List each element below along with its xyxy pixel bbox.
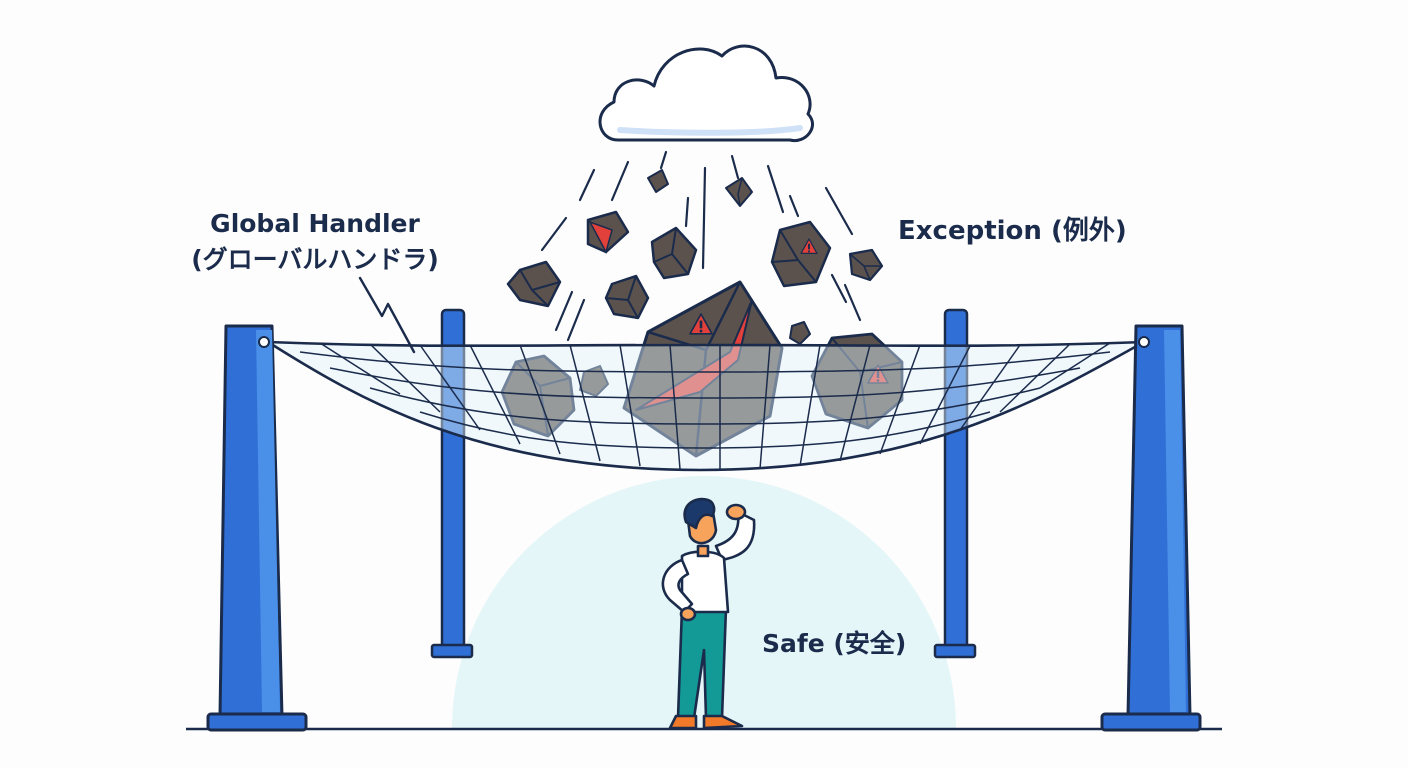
post-back-left [430,308,474,659]
rock-icon [650,226,698,280]
rock-icon [770,220,832,288]
global-handler-label-en: Global Handler [210,209,420,238]
cloud-icon [598,44,814,143]
post-back-right [933,308,977,659]
rock-icon [506,260,562,308]
rock-icon [586,210,630,255]
rock-icon [725,177,753,207]
rock-icon [789,321,811,345]
rock-icon [622,280,784,458]
rock-icon [848,248,884,282]
exception-label: Exception (例外) [898,216,1127,246]
rock-icon [647,169,669,193]
global-handler-label: Global Handler (グローバルハンドラ) [150,206,480,278]
lightning-pointer-icon [358,276,416,354]
rock-icon [604,274,650,320]
person-icon [661,497,756,730]
safe-label: Safe (安全) [762,629,907,658]
falling-motion-lines [540,150,862,342]
post-front-right [1100,324,1202,732]
global-handler-label-jp: (グローバルハンドラ) [191,245,439,274]
safety-net-icon [266,340,1146,472]
post-front-left [206,324,308,732]
